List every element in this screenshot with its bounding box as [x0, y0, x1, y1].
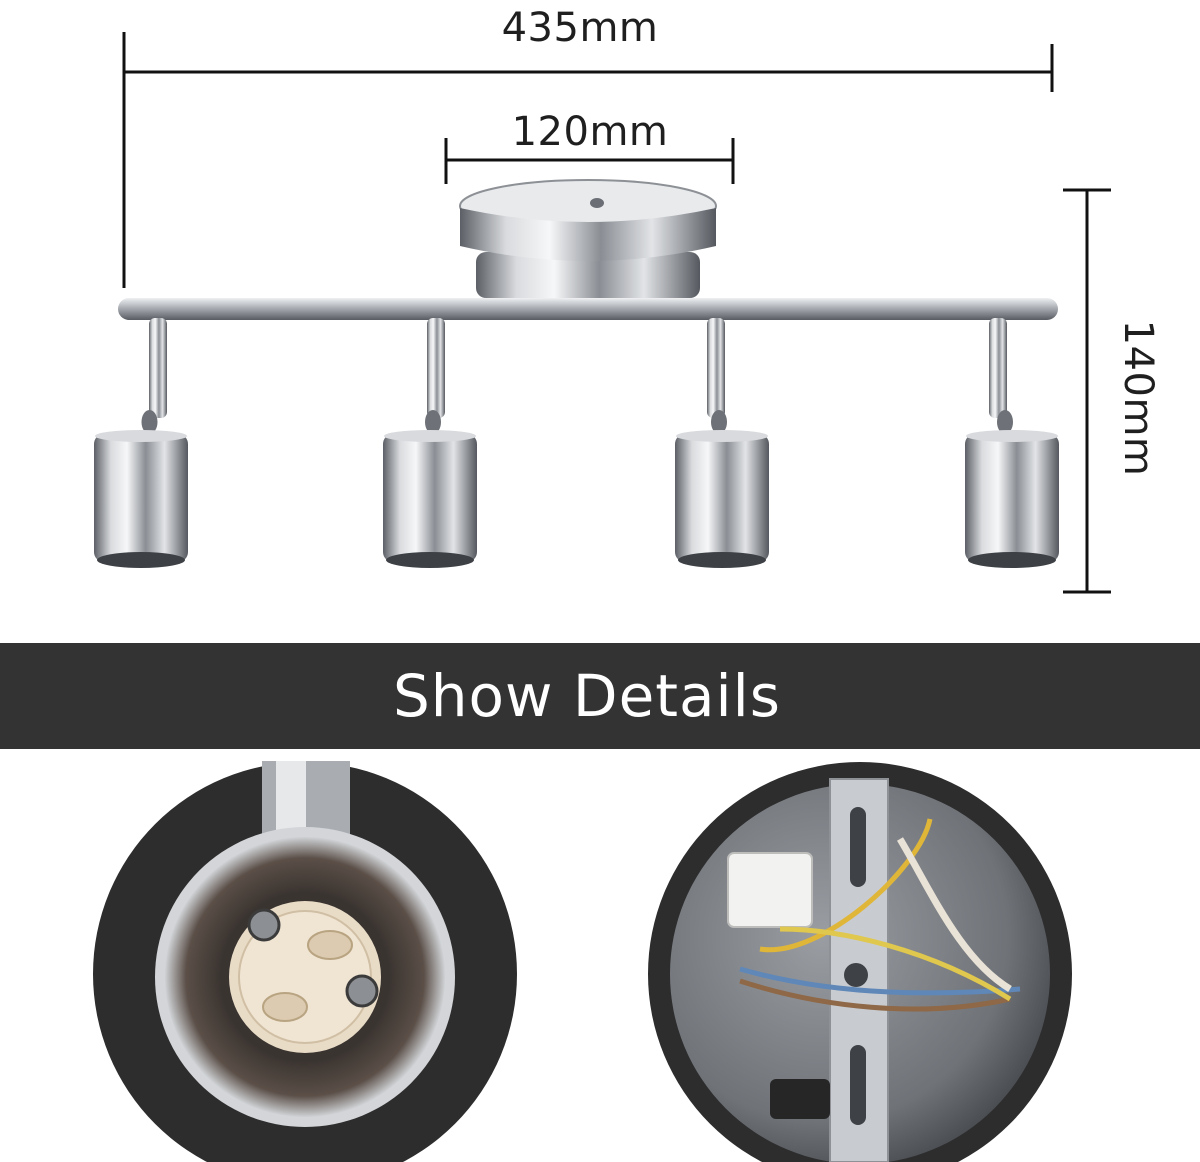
spotlight-head-2 [383, 318, 477, 568]
height-dimension-line [1063, 188, 1111, 594]
width-dimension-label: 435mm [501, 5, 659, 51]
spotlight-head-4 [965, 318, 1059, 568]
ceiling-wiring-icon [648, 762, 1072, 1162]
ceiling-canopy [459, 179, 717, 298]
banner-title: Show Details [392, 662, 781, 730]
track-bar [118, 298, 1058, 320]
show-details-banner: Show Details [0, 643, 1200, 749]
gu10-socket-icon [93, 761, 517, 1162]
spotlight-head-1 [94, 318, 188, 568]
mount-width-dimension-line [444, 138, 735, 184]
track-light-illustration [94, 32, 1111, 594]
spotlight-head-3 [675, 318, 769, 568]
width-dimension-line [122, 32, 1054, 288]
spotlight-heads [94, 318, 1059, 568]
detail-closeups [93, 761, 1072, 1162]
mount-width-dimension-label: 120mm [511, 109, 669, 155]
